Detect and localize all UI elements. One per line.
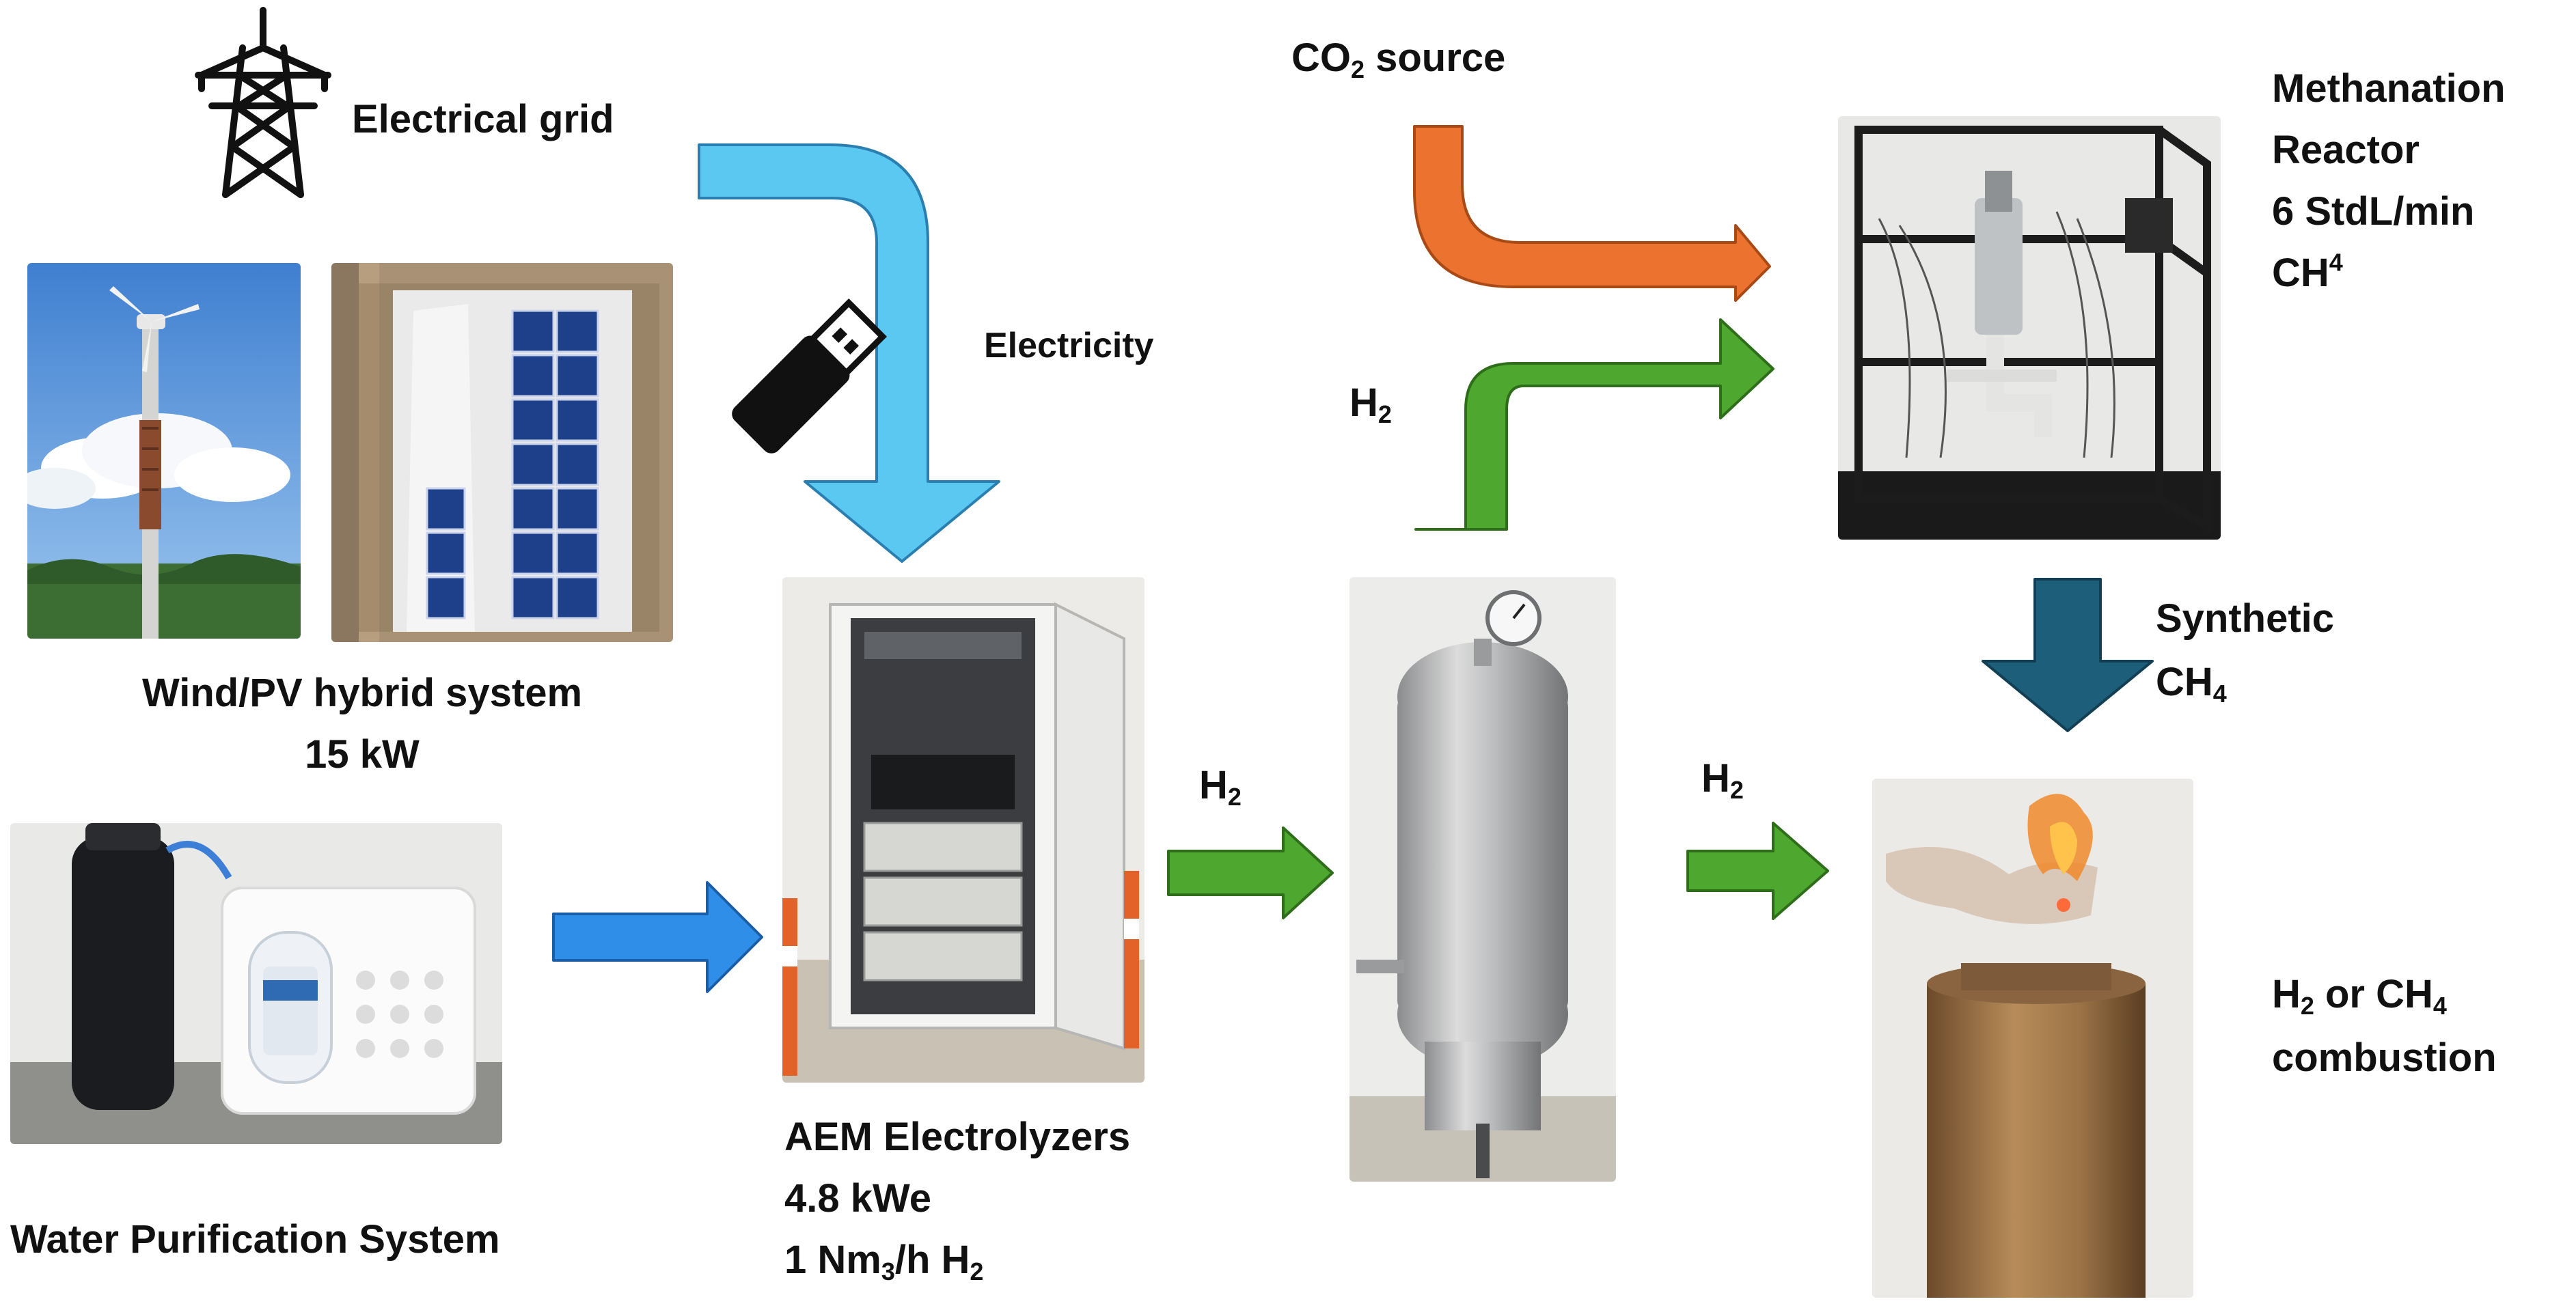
h2-label-co2-branch: H2 xyxy=(1349,380,1392,429)
water-purification-label: Water Purification System xyxy=(10,1217,500,1262)
combustion-label: H2 or CH4 combustion xyxy=(2272,972,2497,1080)
pv-panels-photo xyxy=(331,263,673,642)
wind-turbine-photo xyxy=(27,263,301,639)
synthetic-ch4-label: Synthetic CH4 xyxy=(2156,596,2335,708)
co2-source-label: CO2 source xyxy=(1291,36,1506,84)
h2-arrow-to-methanation xyxy=(1414,318,1775,531)
h2-storage-tank-photo xyxy=(1349,577,1616,1182)
water-purification-photo xyxy=(10,823,502,1144)
h2-label-tank-to-burner: H2 xyxy=(1701,756,1744,805)
water-arrow xyxy=(552,881,763,993)
usb-drive-icon xyxy=(732,298,888,454)
h2-arrow-electrolyzer-to-tank xyxy=(1167,826,1334,919)
aem-electrolyzers-label: AEM Electrolyzers 4.8 kWe 1 Nm3/h H2 xyxy=(784,1115,1131,1285)
wind-pv-label: Wind/PV hybrid system 15 kW xyxy=(141,671,583,777)
co2-arrow xyxy=(1413,125,1771,302)
electrical-grid-label: Electrical grid xyxy=(352,97,614,141)
transmission-tower-icon xyxy=(195,7,331,198)
electricity-label: Electricity xyxy=(984,326,1154,365)
h2-arrow-tank-to-burner xyxy=(1686,822,1829,920)
electricity-arrow xyxy=(698,143,1000,563)
h2-label-electrolyzer-to-tank: H2 xyxy=(1199,763,1242,811)
methanation-reactor-label: Methanation Reactor 6 StdL/min CH4 xyxy=(2272,66,2506,295)
aem-electrolyzer-photo xyxy=(782,577,1145,1083)
methanation-reactor-photo xyxy=(1838,116,2221,540)
ch4-arrow xyxy=(1982,578,2154,732)
combustion-burner-photo xyxy=(1872,779,2193,1298)
